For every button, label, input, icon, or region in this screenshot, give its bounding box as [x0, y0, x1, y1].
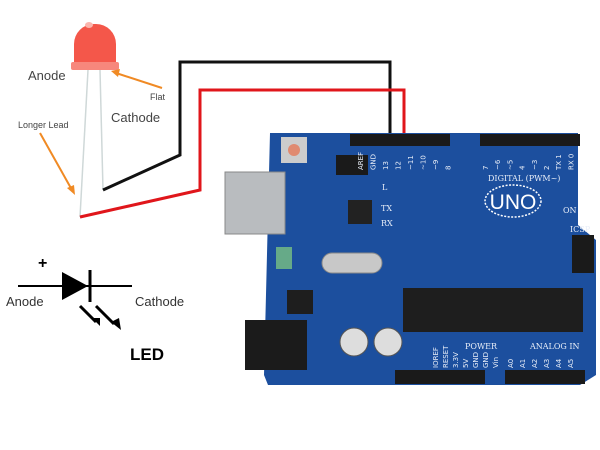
- red-wire-pin13: [79, 88, 406, 219]
- cathode-label: Cathode: [111, 110, 160, 125]
- power-label: POWER: [465, 342, 498, 351]
- uno-logo: UNO: [490, 191, 537, 214]
- led-schematic-symbol: + Anode Cathode LED: [6, 255, 184, 364]
- pin-label: ~9: [432, 160, 440, 170]
- power-header: [395, 370, 485, 384]
- pin-label: ~5: [506, 160, 514, 170]
- pin-label: A3: [543, 359, 551, 368]
- digital-header-right: [480, 134, 580, 146]
- tx-label: TX: [381, 204, 392, 213]
- pin-label: A4: [555, 358, 563, 368]
- analog-in-label: ANALOG IN: [529, 342, 580, 351]
- led-title: LED: [130, 345, 164, 364]
- pin-label: ~10: [420, 155, 428, 170]
- pin-label: RX 0: [567, 154, 575, 170]
- usb-port: [224, 171, 286, 235]
- reset-button[interactable]: [288, 144, 300, 156]
- pin-label: A5: [567, 359, 575, 368]
- crystal: [321, 252, 383, 274]
- pin-label: ~3: [531, 160, 539, 170]
- pin-label: GND: [472, 352, 480, 368]
- pin-label: 13: [382, 161, 390, 170]
- pin-label: AREF: [357, 152, 365, 170]
- plus-sign: +: [38, 255, 47, 272]
- analog-header: [505, 370, 585, 384]
- pin-label: ~6: [494, 159, 502, 170]
- pin-label: Vin: [492, 357, 500, 368]
- longer-lead-arrow-icon: [39, 132, 73, 191]
- flat-label: Flat: [150, 92, 166, 102]
- icsp-label: ICSP: [570, 225, 591, 234]
- pin-label: 12: [395, 161, 403, 170]
- capacitor: [339, 327, 369, 357]
- pin-label: IOREF: [432, 347, 440, 368]
- digital-header-left: [350, 134, 450, 146]
- pin-label: 4: [519, 165, 527, 170]
- on-label: ON: [563, 206, 577, 215]
- pin-label: A2: [531, 359, 539, 368]
- symbol-anode-label: Anode: [6, 294, 44, 309]
- icsp-header: [572, 235, 594, 273]
- capacitor: [373, 327, 403, 357]
- analog-pin-labels: A0 A1 A2 A3 A4 A5: [507, 358, 575, 368]
- pin-label: GND: [482, 352, 490, 368]
- pin-label: 3.3V: [452, 352, 460, 368]
- pin-label: 8: [445, 166, 453, 170]
- pin-label: 2: [543, 166, 551, 170]
- arduino-uno-board: UNO DIGITAL (PWM~) ON TX RX L ICSP POWER…: [224, 133, 596, 385]
- flat-arrow-icon: [115, 72, 163, 89]
- atmega-chip: [403, 288, 583, 332]
- symbol-cathode-label: Cathode: [135, 294, 184, 309]
- l-label: L: [382, 183, 388, 192]
- power-jack: [245, 320, 307, 370]
- diode-triangle-icon: [62, 272, 88, 300]
- rx-label: RX: [381, 219, 393, 228]
- digital-header-label: DIGITAL (PWM~): [488, 174, 560, 183]
- cathode-lead: [99, 69, 104, 191]
- pin-label: GND: [370, 154, 378, 170]
- pin-label: 7: [482, 166, 490, 170]
- anode-label: Anode: [28, 68, 66, 83]
- pin-label: TX 1: [555, 154, 563, 171]
- led-photo: Anode Cathode Flat Longer Lead: [18, 22, 166, 218]
- longer-lead-label: Longer Lead: [18, 120, 69, 130]
- pin-label: A1: [519, 359, 527, 368]
- pin-label: ~11: [407, 155, 415, 170]
- pin-label: A0: [507, 359, 515, 368]
- anode-lead: [79, 69, 89, 218]
- pin-label: RESET: [442, 345, 450, 368]
- digital-pin-labels: AREF GND 13 12 ~11 ~10 ~9 8 7 ~6 ~5 4 ~3 2 TX 1 RX 0: [357, 152, 575, 171]
- light-arrows-icon: [78, 304, 116, 326]
- pin-label: 5V: [462, 359, 470, 368]
